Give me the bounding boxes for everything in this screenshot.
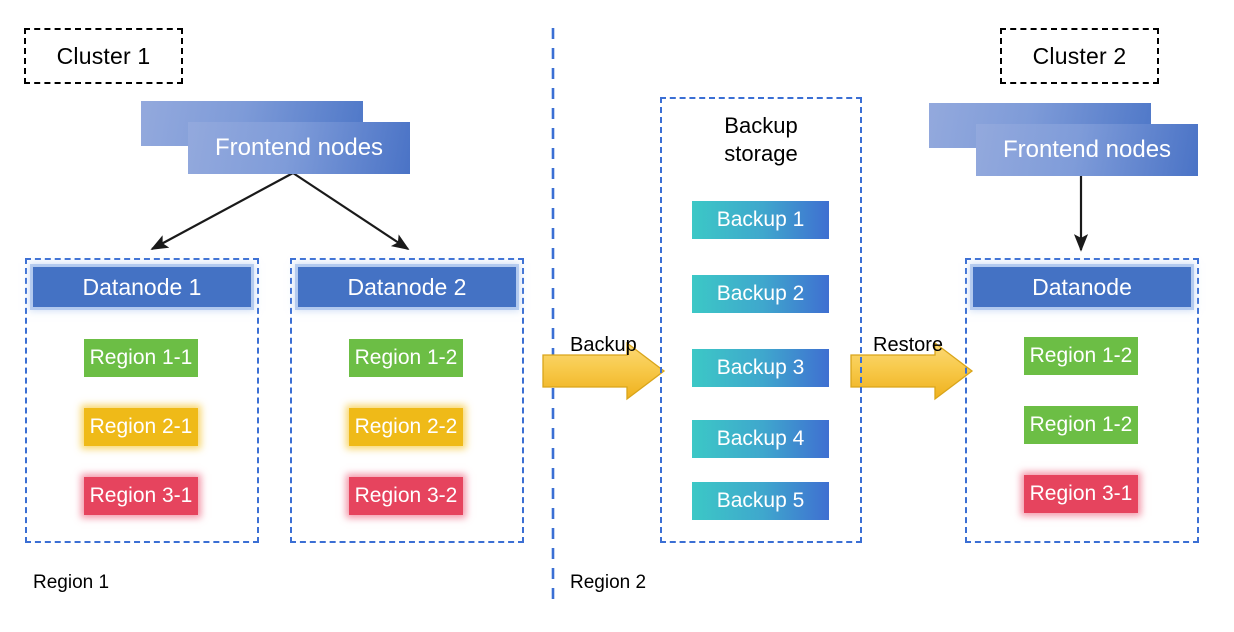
region-chip-label: Region 1-1 — [89, 346, 193, 369]
cluster-1-label: Cluster 1 — [56, 42, 151, 69]
region-chip-label: Region 3-2 — [354, 484, 458, 507]
backup-chip-label: Backup 4 — [716, 427, 805, 450]
region-chip-label: Region 3-1 — [1029, 482, 1133, 505]
region-chip-2-2: Region 2-2 — [349, 408, 463, 446]
backup-chip-2: Backup 2 — [692, 275, 829, 313]
region-chip-c2-2: Region 1-2 — [1024, 406, 1138, 444]
region-chip-c2-1: Region 1-2 — [1024, 337, 1138, 375]
connector-frontend-to-datanode1 — [150, 172, 294, 250]
cluster-2-label: Cluster 2 — [1032, 42, 1127, 69]
backup-chip-5: Backup 5 — [692, 482, 829, 520]
backup-arrow-label: Backup — [570, 334, 637, 356]
backup-storage-title-line2: storage — [724, 141, 798, 167]
backup-chip-3: Backup 3 — [692, 349, 829, 387]
region-chip-1-2: Region 1-2 — [349, 339, 463, 377]
region-chip-label: Region 1-2 — [1029, 344, 1133, 367]
region-chip-2-1: Region 2-1 — [84, 408, 198, 446]
frontend-nodes-cluster1-label: Frontend nodes — [188, 122, 410, 174]
region-chip-3-1: Region 3-1 — [84, 477, 198, 515]
region-chip-label: Region 3-1 — [89, 484, 193, 507]
datanode-cluster2-container — [965, 258, 1199, 543]
restore-arrow-label: Restore — [873, 334, 944, 356]
backup-chip-label: Backup 1 — [716, 208, 805, 231]
datanode-2-container — [290, 258, 524, 543]
backup-chip-4: Backup 4 — [692, 420, 829, 458]
datanode-2-title: Datanode 2 — [347, 273, 467, 300]
datanode-2-header: Datanode 2 — [298, 267, 516, 307]
datanode-cluster2-header: Datanode — [973, 267, 1191, 307]
region-chip-label: Region 2-2 — [354, 415, 458, 438]
datanode-1-title: Datanode 1 — [82, 273, 202, 300]
region-2-footer-label: Region 2 — [570, 572, 647, 593]
region-chip-c2-3: Region 3-1 — [1024, 475, 1138, 513]
region-1-footer-label: Region 1 — [33, 572, 110, 593]
backup-storage-title: Backup storage — [680, 112, 842, 168]
region-chip-label: Region 1-2 — [354, 346, 458, 369]
backup-chip-label: Backup 5 — [716, 489, 805, 512]
backup-chip-1: Backup 1 — [692, 201, 829, 239]
frontend-nodes-cluster2-label: Frontend nodes — [976, 124, 1198, 176]
datanode-1-header: Datanode 1 — [33, 267, 251, 307]
region-chip-1-1: Region 1-1 — [84, 339, 198, 377]
backup-storage-container — [660, 97, 862, 543]
connector-frontend-to-datanode2 — [292, 172, 410, 250]
backup-chip-label: Backup 3 — [716, 356, 805, 379]
cluster-2-title-chip: Cluster 2 — [1000, 28, 1159, 84]
datanode-cluster2-title: Datanode — [1032, 273, 1132, 300]
backup-chip-label: Backup 2 — [716, 282, 805, 305]
backup-storage-title-line1: Backup — [724, 113, 798, 138]
region-chip-label: Region 2-1 — [89, 415, 193, 438]
region-chip-3-2: Region 3-2 — [349, 477, 463, 515]
cluster-1-title-chip: Cluster 1 — [24, 28, 183, 84]
region-chip-label: Region 1-2 — [1029, 413, 1133, 436]
datanode-1-container — [25, 258, 259, 543]
